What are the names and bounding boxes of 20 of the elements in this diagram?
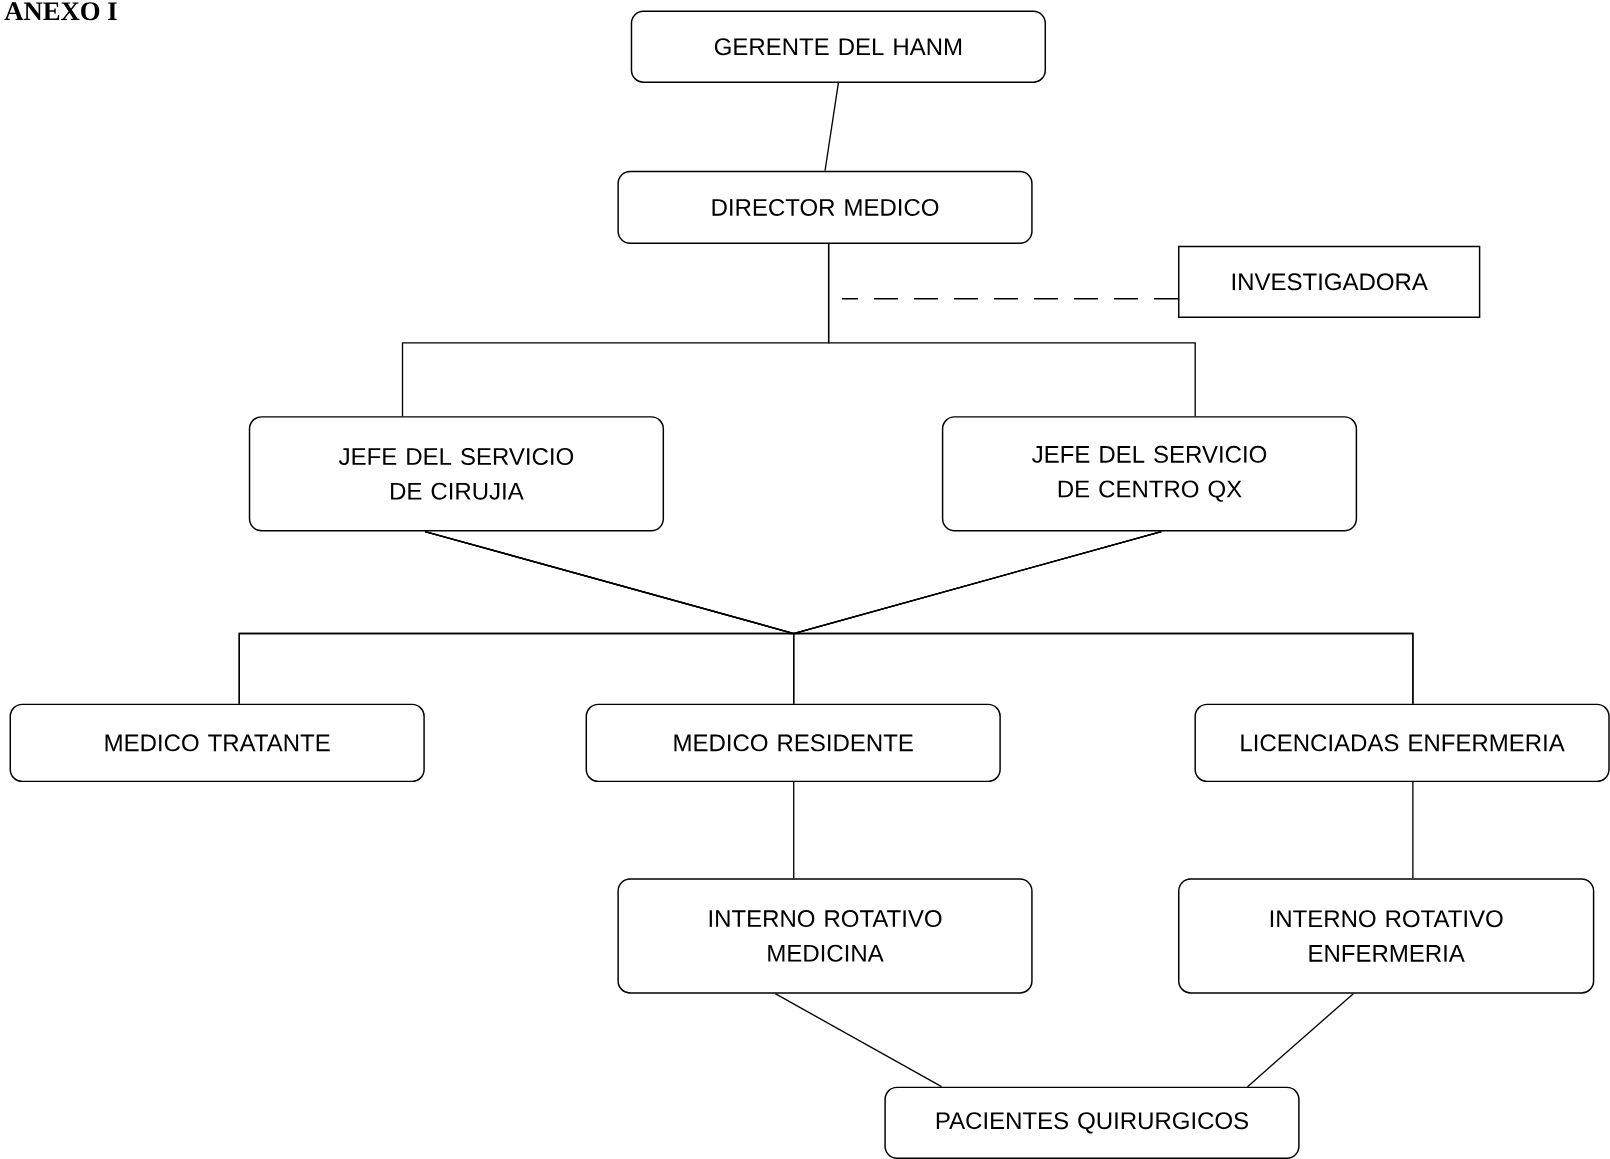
connector-line [824, 82, 840, 172]
connector-line [827, 243, 1196, 417]
side-box: INVESTIGADORA [1178, 245, 1481, 318]
org-box: INTERNO ROTATIVO ENFERMERIA [1178, 878, 1595, 994]
org-box: JEFE DEL SERVICIO DE CENTRO QX [941, 416, 1358, 532]
org-box: INTERNO ROTATIVO MEDICINA [617, 878, 1033, 994]
connector-line [1412, 781, 1414, 879]
org-box: LICENCIADAS ENFERMERIA [1194, 703, 1610, 783]
org-box: MEDICO TRATANTE [9, 703, 425, 783]
connector-line [774, 992, 943, 1088]
org-box: DIRECTOR MEDICO [617, 170, 1033, 245]
title: ANEXO I [4, 2, 117, 21]
org-box: MEDICO RESIDENTE [585, 703, 1001, 783]
connector-line [1246, 992, 1354, 1088]
org-box: PACIENTES QUIRURGICOS [884, 1086, 1300, 1159]
connector-line [788, 530, 1414, 705]
org-box: JEFE DEL SERVICIO DE CIRUJIA [248, 416, 665, 532]
connector-line [793, 781, 795, 879]
org-box: GERENTE DEL HANM [630, 10, 1046, 83]
connector-line [841, 298, 1179, 300]
